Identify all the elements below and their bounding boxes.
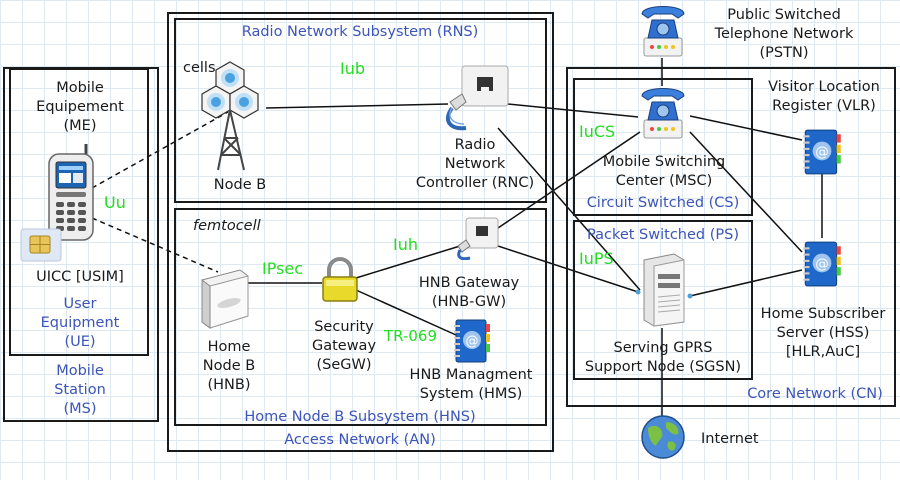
iucs-interface-label: IuCS xyxy=(579,122,616,141)
user-equipment-label: User Equipment (UE) xyxy=(40,296,120,350)
iuh-interface-label: Iuh xyxy=(393,235,418,254)
link-me-nodeb xyxy=(91,111,229,189)
link-msc-hss xyxy=(689,131,803,253)
rns-label: Radio Network Subsystem (RNS) xyxy=(241,24,479,40)
internet-globe-icon xyxy=(641,415,685,459)
ipsec-interface-label: IPsec xyxy=(262,259,304,278)
iups-interface-label: IuPS xyxy=(579,249,614,268)
uu-interface-label: Uu xyxy=(104,193,126,212)
packet-switched-label: Packet Switched (PS) xyxy=(587,227,739,243)
msc-label: Mobile Switching Center (MSC) xyxy=(602,154,726,189)
link-segw-hnbgw xyxy=(355,245,461,279)
packet-switched-box xyxy=(573,220,753,380)
padlock-icon xyxy=(322,257,358,302)
vlr-label: Visitor Location Register (VLR) xyxy=(768,79,880,114)
hms-address-book-icon: @ xyxy=(454,319,490,363)
hnb-label: Home Node B (HNB) xyxy=(202,339,256,393)
tr069-interface-label: TR-069 xyxy=(384,327,438,345)
mobile-station-label: Mobile Station (MS) xyxy=(54,363,106,417)
internet-label: Internet xyxy=(701,431,759,447)
svg-text:@: @ xyxy=(466,334,479,349)
home-node-b-device-icon xyxy=(201,269,249,329)
iub-interface-label: Iub xyxy=(340,59,366,78)
link-hnbgw-msc xyxy=(497,131,641,229)
rnc-socket-icon xyxy=(446,65,509,131)
link-sgsn-hss xyxy=(689,269,803,297)
link-me-hnb xyxy=(91,217,219,273)
hnb-gateway-label: HNB Gateway (HNB-GW) xyxy=(418,275,520,310)
hns-label: Home Node B Subsystem (HNS) xyxy=(244,409,476,425)
link-segw-hms xyxy=(355,289,457,336)
sgsn-label: Serving GPRS Support Node (SGSN) xyxy=(584,340,742,375)
cells-tower-icon xyxy=(201,61,259,171)
svg-text:@: @ xyxy=(815,256,829,272)
sgsn-server-icon xyxy=(643,253,685,327)
hss-label: Home Subscriber Server (HSS) [HLR,AuC] xyxy=(760,306,886,360)
user-equipment-box xyxy=(9,68,149,356)
vlr-address-book-icon: @ xyxy=(803,129,841,175)
pstn-label: Public Switched Telephone Network (PSTN) xyxy=(714,7,854,61)
rnc-label: Radio Network Controller (RNC) xyxy=(415,137,535,191)
uicc-label: UICC [USIM] xyxy=(36,269,124,285)
core-network-box xyxy=(566,67,896,407)
hnb-gateway-socket-icon xyxy=(457,217,499,260)
link-rnc-sgsn xyxy=(497,127,641,291)
cells-label: cells xyxy=(183,60,216,76)
hss-address-book-icon: @ xyxy=(803,241,841,287)
access-network-label: Access Network (AN) xyxy=(284,432,436,448)
access-network-box xyxy=(167,12,554,452)
link-hnbgw-sgsn xyxy=(497,245,639,293)
sim-card-icon xyxy=(20,228,62,262)
msc-telephone-icon xyxy=(641,88,685,139)
hns-box xyxy=(174,208,547,426)
link-nodeb-rnc xyxy=(265,103,449,109)
node-b-label: Node B xyxy=(213,177,267,193)
svg-text:@: @ xyxy=(815,144,829,160)
hms-label: HNB Managment System (HMS) xyxy=(409,367,533,402)
circuit-switched-label: Circuit Switched (CS) xyxy=(586,195,740,211)
link-msc-vlr xyxy=(689,115,803,141)
core-network-label: Core Network (CN) xyxy=(747,386,883,402)
circuit-switched-box xyxy=(573,78,753,216)
rns-box xyxy=(174,18,547,203)
pstn-telephone-icon xyxy=(641,6,685,57)
femtocell-label: femtocell xyxy=(193,218,261,234)
mobile-equipment-label: Mobile Equipement (ME) xyxy=(36,80,124,134)
segw-label: Security Gateway (SeGW) xyxy=(311,319,377,373)
mobile-phone-icon xyxy=(48,144,94,241)
